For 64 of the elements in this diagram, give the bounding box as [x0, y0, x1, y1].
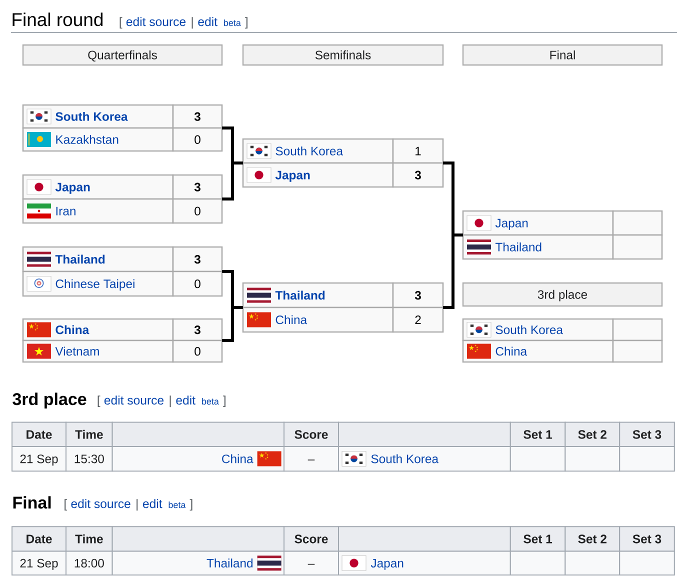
header-cell: Set 2: [564, 422, 620, 447]
bracket-line: [222, 308, 234, 342]
edit-link: edit source: [104, 396, 164, 405]
bracket-line: [232, 306, 243, 309]
round-header: Semifinals: [242, 44, 444, 66]
bracket-line: [443, 162, 454, 235]
score-cell: 3: [172, 246, 223, 272]
bracket-line: [222, 163, 234, 200]
bracket: ]: [223, 396, 226, 408]
section-heading: 3rd place: [12, 392, 86, 409]
beta-label: beta: [224, 19, 241, 26]
beta-label: beta: [202, 398, 219, 405]
page-title: Final round: [12, 12, 103, 26]
round-header: Final: [462, 44, 663, 66]
score-cell: 3: [172, 318, 223, 342]
separator: |: [136, 499, 138, 511]
beta-label: beta: [168, 501, 186, 508]
header-cell: Set 1: [510, 526, 566, 552]
score-cell: 0: [172, 127, 223, 152]
score-cell: 3: [392, 282, 444, 308]
table-cell: 21 Sep: [12, 446, 66, 472]
bracket-line: [222, 126, 234, 163]
header-cell: Set 3: [619, 526, 675, 552]
header-cell: Date: [12, 526, 66, 552]
header-cell: Time: [66, 526, 113, 552]
edit-link: edit: [198, 17, 218, 26]
bracket: [: [120, 17, 122, 29]
bracket: [: [64, 499, 68, 511]
bracket-line: [232, 162, 243, 164]
header-cell: Set 2: [564, 526, 620, 552]
score-cell: 0: [172, 340, 223, 363]
score-cell: 3: [392, 162, 444, 188]
score-cell: 1: [392, 138, 444, 164]
table-cell: 15:30: [66, 446, 113, 472]
bracket-line: [453, 234, 463, 236]
bracket-line: [222, 270, 234, 308]
separator: |: [170, 396, 171, 408]
header-cell: Score: [284, 526, 339, 552]
table-cell: 18:00: [66, 550, 113, 576]
score-cell: 3: [172, 174, 223, 200]
header-cell: Set 3: [619, 422, 675, 447]
section-heading: Final: [13, 496, 51, 509]
header-cell: Date: [12, 422, 66, 447]
edit-link: edit source: [71, 499, 130, 508]
score-cell: 0: [172, 270, 223, 297]
score-cell: –: [284, 446, 339, 472]
edit-link: edit: [176, 396, 196, 405]
bracket: [: [98, 396, 100, 408]
separator: |: [192, 17, 193, 29]
round-header: Quarterfinals: [22, 44, 223, 66]
header-cell: Time: [66, 422, 113, 447]
bracket: ]: [245, 17, 248, 29]
score-cell: 0: [172, 198, 223, 224]
score-cell: 3: [172, 104, 223, 129]
bracket-line: [443, 235, 454, 309]
score-cell: 2: [392, 306, 444, 333]
bracket: ]: [190, 499, 192, 511]
header-cell: Set 1: [510, 422, 566, 447]
edit-link: edit: [143, 499, 162, 508]
score-cell: –: [284, 550, 339, 576]
edit-link: edit source: [126, 17, 186, 26]
table-cell: 21 Sep: [12, 550, 66, 576]
round-header: 3rd place: [462, 282, 663, 307]
header-cell: Score: [284, 422, 339, 447]
